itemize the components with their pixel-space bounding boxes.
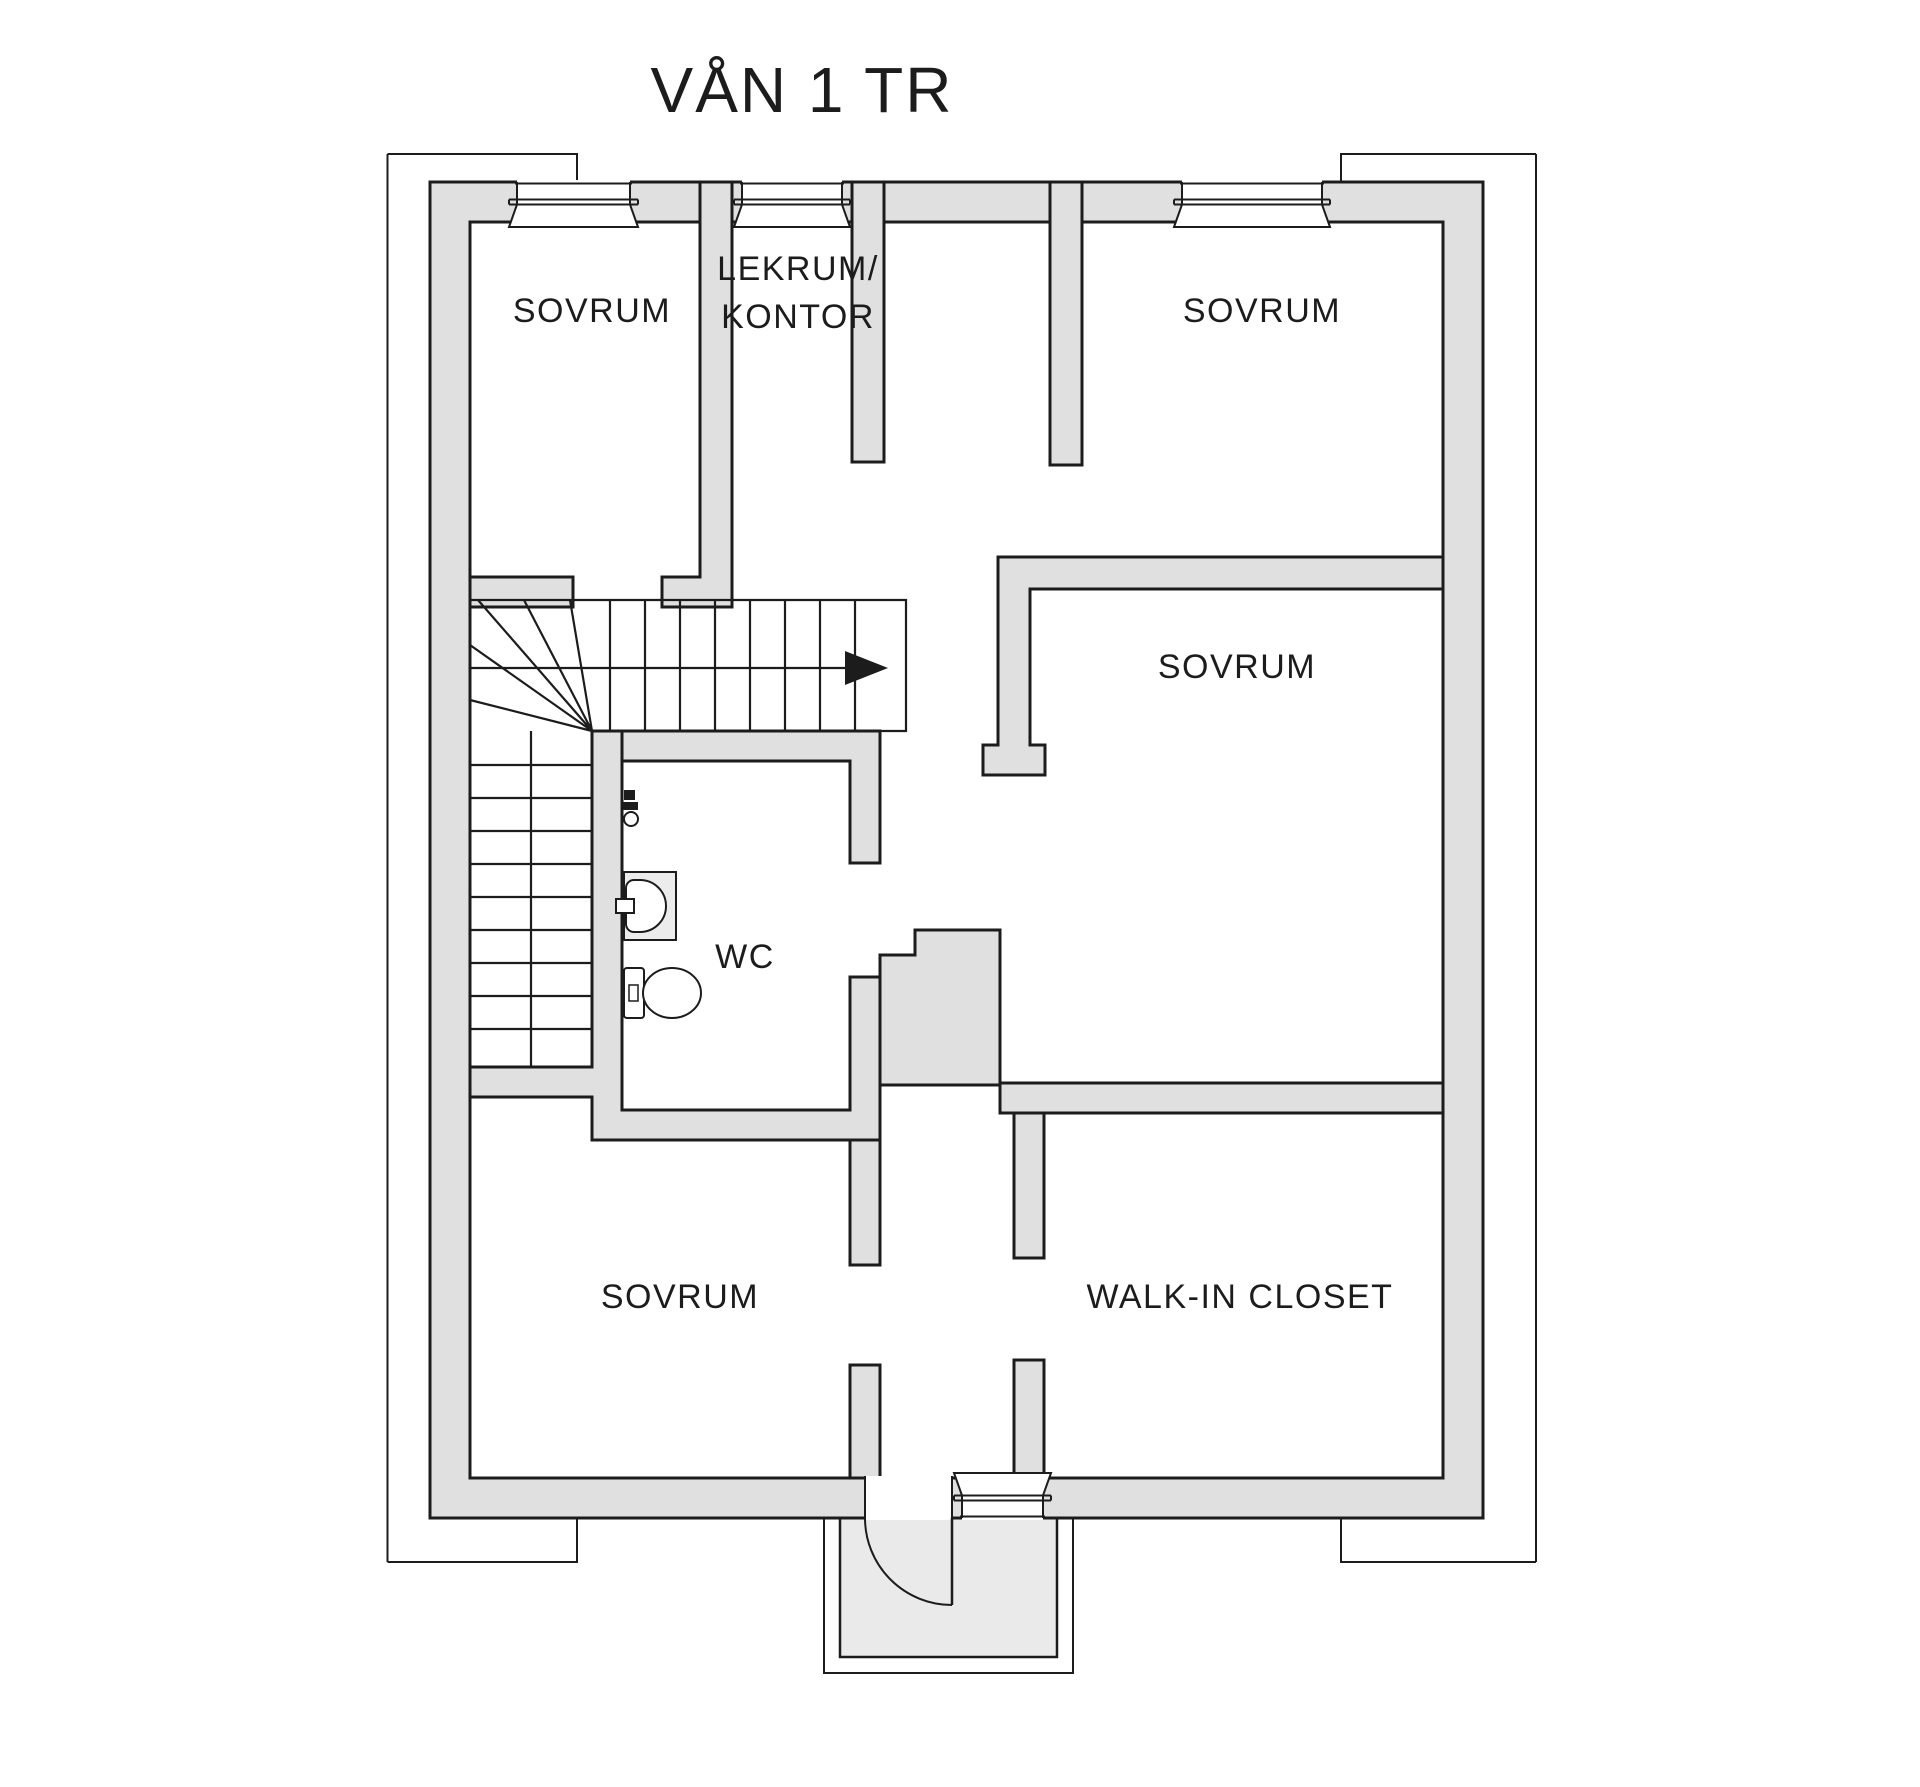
footprint-outline [386, 153, 1537, 1563]
sink-icon [615, 871, 677, 941]
exterior-walls [428, 180, 1485, 1520]
wall-lekrum-left-partition [660, 180, 734, 609]
wall-bottom-room-right-upper [848, 1138, 882, 1267]
wall-closet-left-lower [1012, 1358, 1046, 1480]
room-label-lekrum-line1: LEKRUM/ [717, 250, 879, 288]
window-sovrum-top-left [507, 182, 640, 228]
wall-wc-top [620, 729, 882, 865]
room-label-sovrum-top-left: SOVRUM [513, 292, 671, 330]
toilet-icon [623, 967, 702, 1019]
wc-fixtures [615, 790, 702, 1019]
room-label-sovrum-bottom-left: SOVRUM [601, 1278, 759, 1316]
room-label-walk-in-closet: WALK-IN CLOSET [1087, 1278, 1394, 1316]
floor-plan-title: VÅN 1 TR [651, 54, 954, 126]
stair-winders [469, 599, 594, 733]
interior-walls [468, 180, 1445, 1480]
chimney-block [878, 928, 1002, 1087]
window-sovrum-top-right [1172, 182, 1332, 228]
room-label-sovrum-top-right: SOVRUM [1183, 292, 1341, 330]
room-label-wc: WC [715, 938, 775, 976]
wall-openings [517, 180, 1322, 1520]
balcony-door [864, 1476, 954, 1606]
staircase [469, 598, 908, 1069]
wall-sovrum-middle-top [981, 555, 1445, 777]
wall-sovrum-topleft-bottom [468, 575, 575, 609]
wall-sovrum-middle-bottom [998, 1081, 1445, 1115]
room-label-sovrum-middle-right: SOVRUM [1158, 648, 1316, 686]
wall-sovrum-right-door-jamb [1048, 180, 1084, 467]
faucet-icon [622, 790, 639, 827]
window-lekrum-kontor [732, 182, 852, 228]
room-label-lekrum-line2: KONTOR [721, 298, 875, 336]
door-swing-arc [864, 1517, 953, 1606]
room-labels: SOVRUM LEKRUM/ KONTOR SOVRUM SOVRUM WC S… [513, 250, 1394, 1316]
wall-bottom-room-right-lower [848, 1363, 882, 1480]
stair-direction-arrow-icon [845, 651, 888, 685]
window-balcony [952, 1472, 1053, 1518]
wall-lekrum-right-partition [850, 180, 886, 464]
balcony [823, 1516, 1074, 1674]
wall-closet-left-upper [1012, 1111, 1046, 1260]
